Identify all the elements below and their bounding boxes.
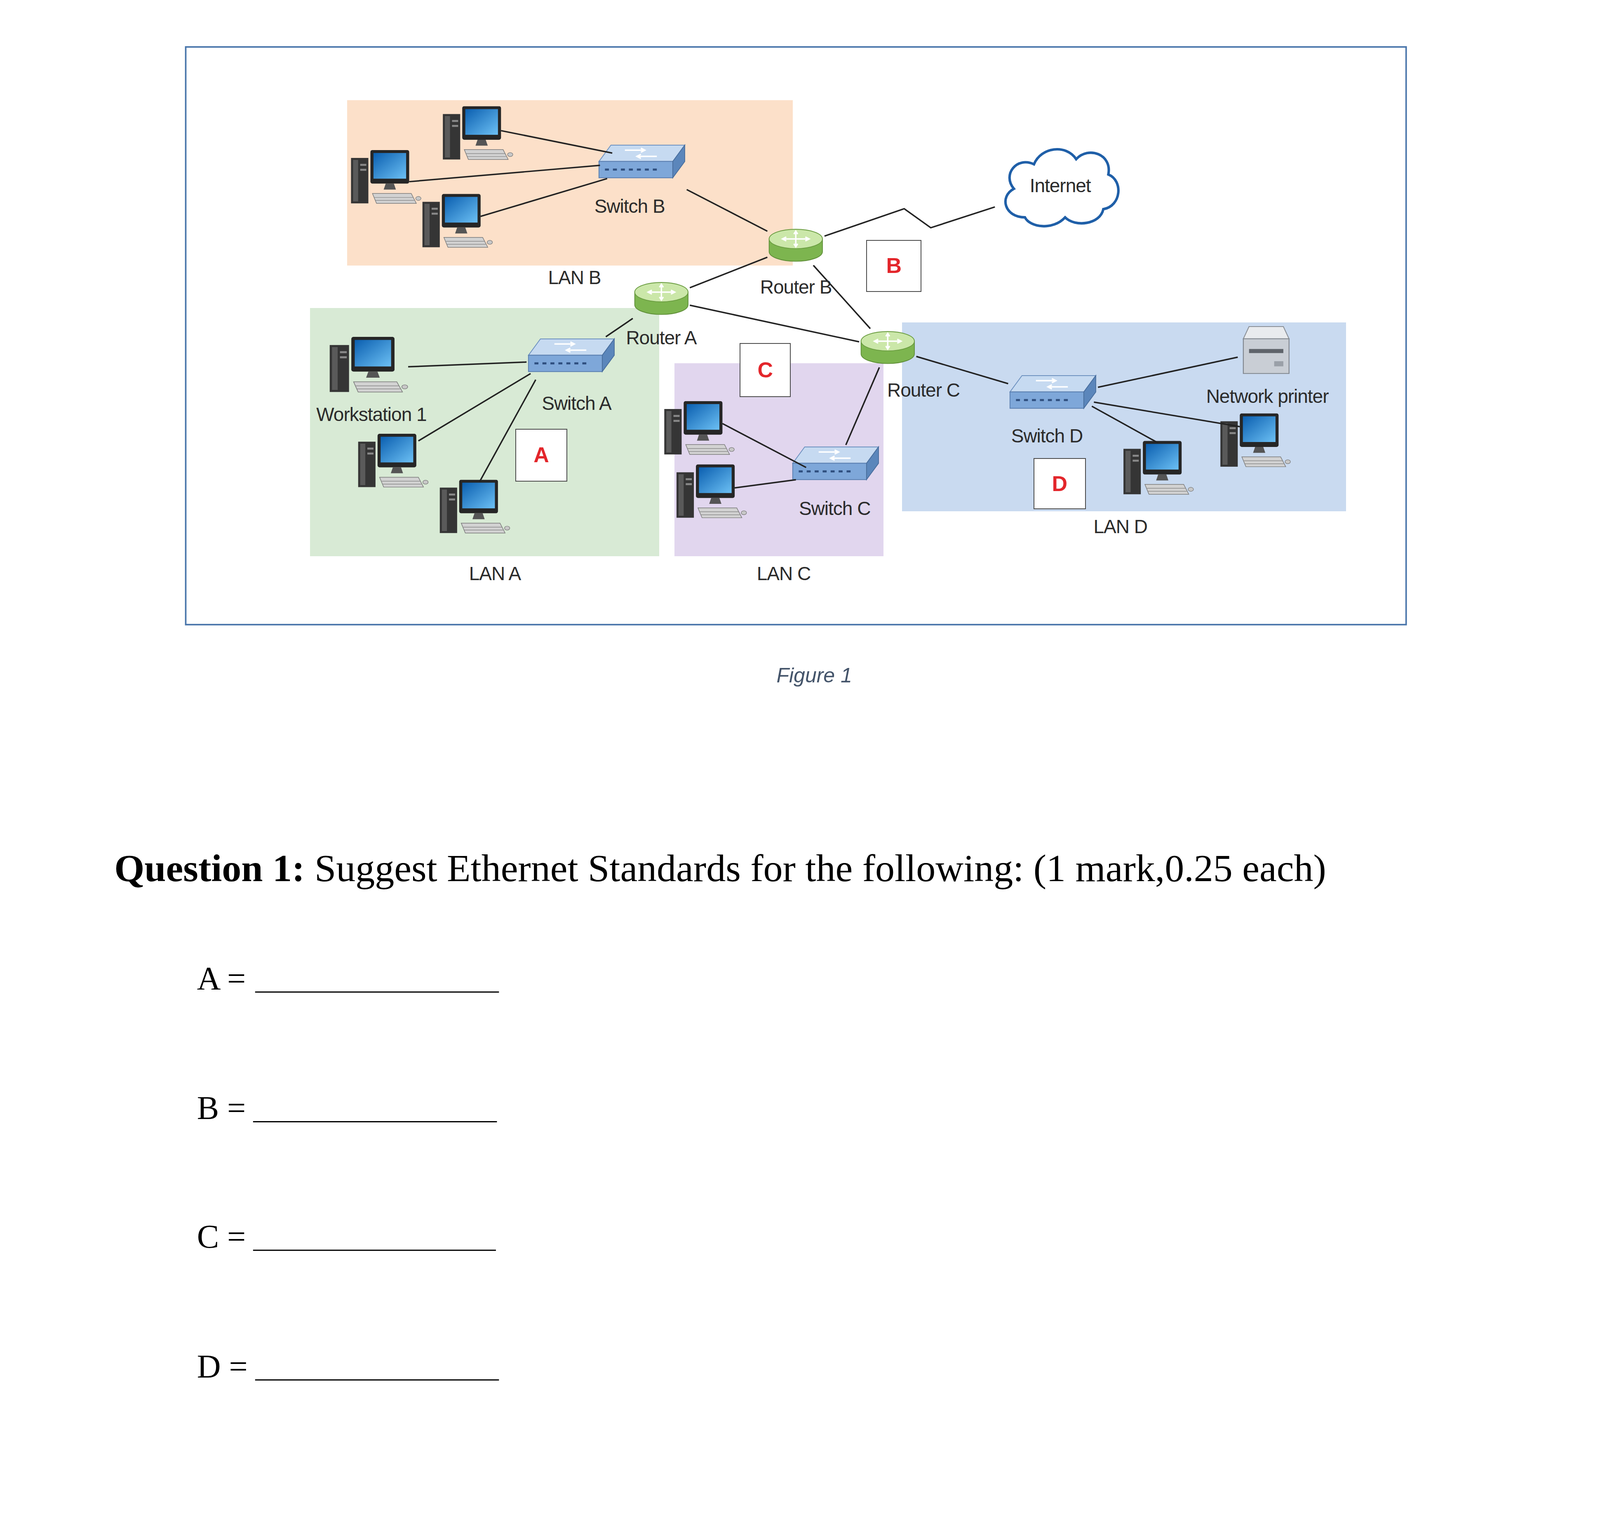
device-label: Switch B	[594, 195, 665, 217]
switch-node: Switch A	[526, 336, 617, 384]
device-label: Switch A	[541, 392, 611, 414]
device-label: Router B	[760, 276, 832, 298]
callout-letter: C	[757, 358, 774, 382]
device-label: Network printer	[1206, 385, 1329, 407]
router-icon	[859, 328, 917, 368]
switch-icon	[790, 444, 881, 492]
callout-box: C	[739, 343, 791, 398]
printer-icon	[1237, 324, 1295, 378]
answer-label: A =	[197, 960, 246, 997]
question-line: Question 1:Suggest Ethernet Standards fo…	[114, 846, 1327, 890]
lan-region: LAN ASwitch AWorkstation 1A	[310, 307, 659, 556]
device-label: Router C	[887, 379, 960, 401]
lan-label: LAN B	[547, 267, 601, 289]
callout-letter: D	[1052, 472, 1068, 496]
figure-caption: Figure 1	[776, 664, 852, 687]
switch-node: Switch C	[790, 444, 881, 492]
router-node: Router B	[767, 226, 825, 266]
router-icon	[767, 226, 825, 266]
device-label: Router A	[625, 327, 697, 349]
switch-icon	[526, 336, 617, 384]
answer-label: D =	[197, 1348, 248, 1385]
device-label: Workstation 1	[316, 404, 427, 426]
switch-icon	[596, 143, 687, 191]
lan-label: LAN D	[1093, 516, 1147, 538]
network-link	[689, 305, 860, 342]
device-label: Switch D	[1011, 425, 1083, 447]
answer-label: C =	[197, 1218, 246, 1255]
figure-frame	[185, 46, 1406, 625]
switch-icon	[1007, 373, 1098, 421]
question-number: Question 1:	[114, 846, 305, 890]
workstation-node: Workstation 1	[328, 336, 409, 400]
question-text: Suggest Ethernet Standards for the follo…	[314, 846, 1327, 890]
lan-region: LAN BSwitch B	[347, 100, 794, 266]
callout-box: A	[515, 428, 568, 482]
printer-node: Network printer	[1237, 324, 1295, 378]
callout-letter: B	[885, 253, 902, 278]
switch-node: Switch D	[1007, 373, 1098, 421]
network-link	[824, 206, 995, 237]
router-node: Router A	[632, 279, 691, 319]
internet-cloud: Internet	[994, 139, 1126, 232]
router-node: Router C	[859, 328, 917, 368]
computer-icon	[328, 336, 409, 400]
callout-box: D	[1033, 458, 1086, 510]
lan-label: LAN C	[756, 563, 811, 585]
device-label: Switch C	[798, 498, 871, 520]
device-label: Internet	[1029, 175, 1091, 197]
lan-label: LAN A	[469, 563, 521, 585]
switch-node: Switch B	[596, 143, 687, 191]
answer-lines	[253, 991, 500, 1380]
callout-box: B	[866, 239, 922, 292]
answer-label: B =	[197, 1089, 246, 1126]
router-icon	[632, 279, 691, 319]
callout-letter: A	[533, 443, 550, 467]
